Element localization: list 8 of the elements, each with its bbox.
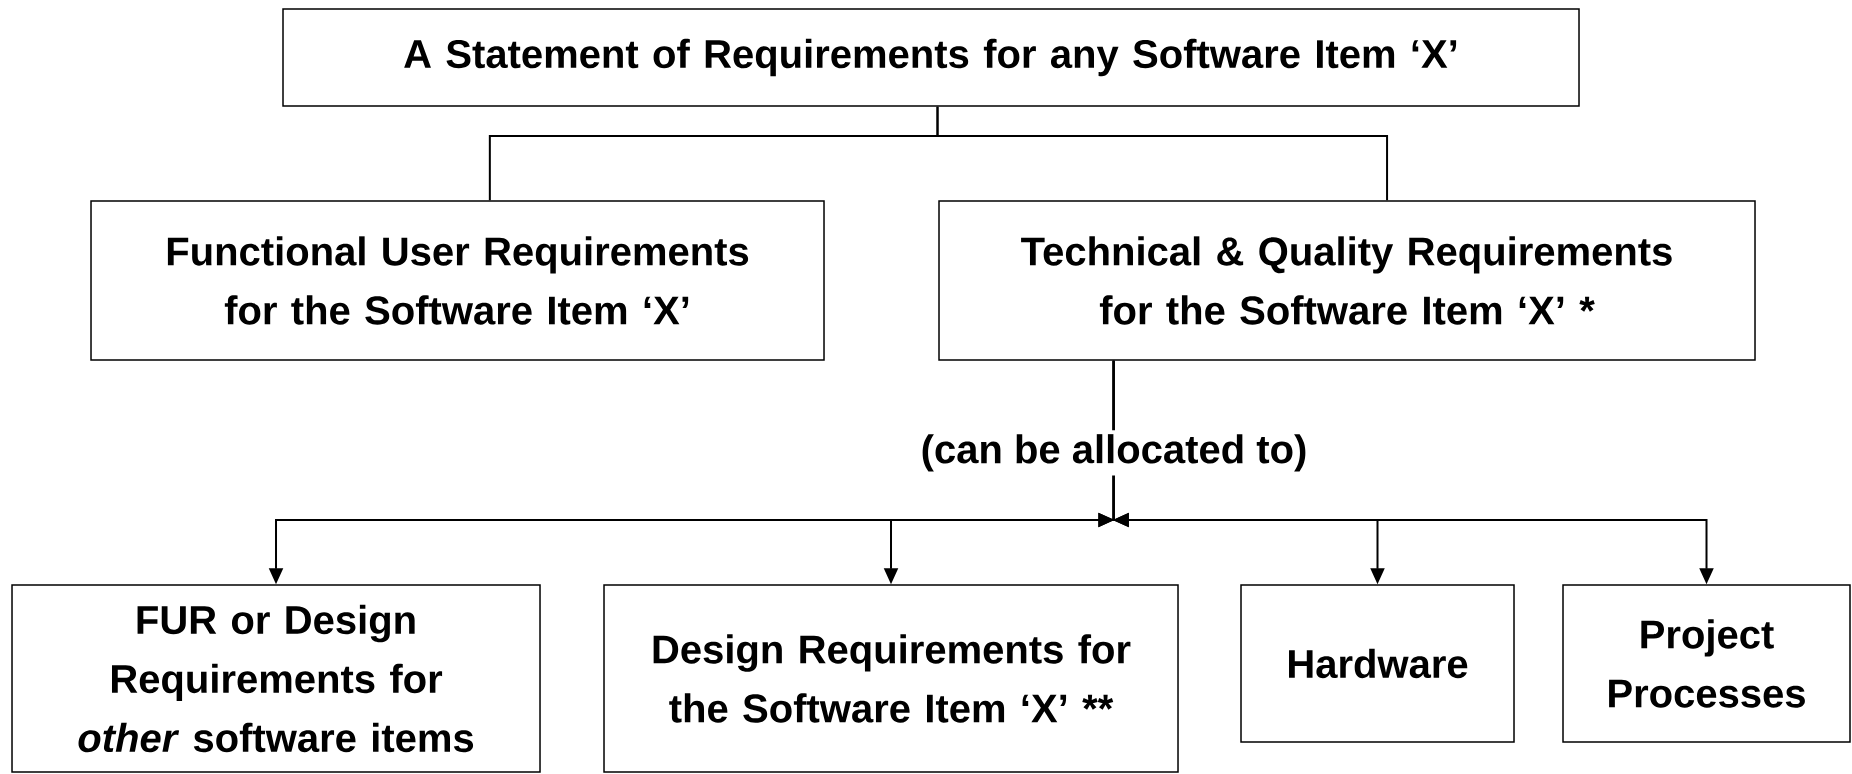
edge-label: (can be allocated to) [916, 430, 1312, 476]
requirement-box: Project Processes [1562, 584, 1851, 743]
requirement-box: Hardware [1240, 584, 1515, 743]
requirement-box: Technical & Quality Requirements for the Software Item ‘X’ * [938, 200, 1756, 361]
requirement-box: Design Requirements for the Software Item ‘X’ ** [603, 584, 1179, 773]
requirement-box: FUR or Design Requirements for other software items [11, 584, 541, 773]
requirement-box: A Statement of Requirements for any Software Item ‘X’ [282, 8, 1580, 107]
requirement-box: Functional User Requirements for the Software Item ‘X’ [90, 200, 825, 361]
